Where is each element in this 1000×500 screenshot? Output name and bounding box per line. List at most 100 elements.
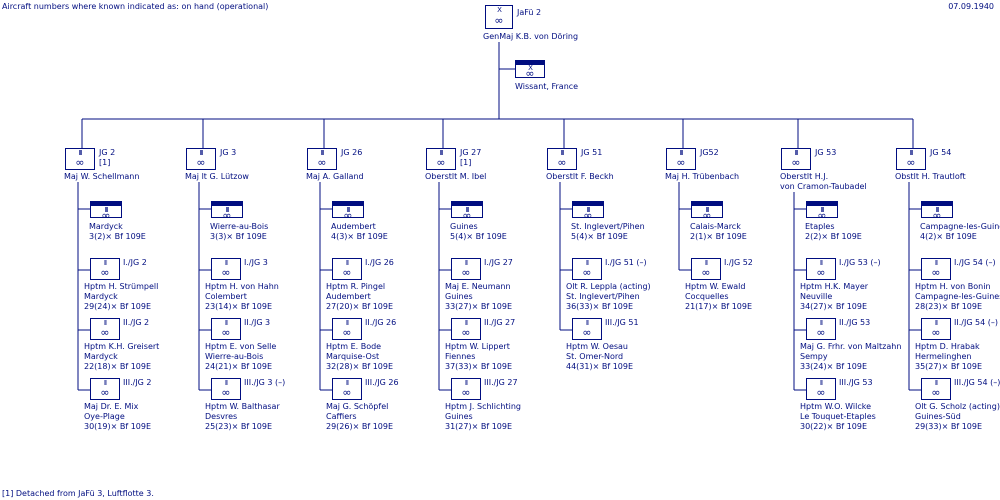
stab-hq-symbol: III∞ [211,201,243,222]
pips: II [103,379,107,387]
gruppe-commander: Hptm W. Lippert [445,342,510,351]
geschwader-name: JG 26 [341,148,363,157]
air-unit-icon: ∞ [222,209,232,222]
stab-hq-symbol: III∞ [90,201,122,222]
chart-date: 07.09.1940 [948,2,994,11]
air-unit-icon: ∞ [931,266,941,279]
pips: III [794,149,798,157]
gruppe-name: I./JG 2 [123,258,147,267]
gruppe-symbol: II∞ [806,258,836,280]
gruppe-aircraft: 24(21)× Bf 109E [205,362,273,371]
jafu-2-commander: GenMaj K.B. von Döring [483,32,579,41]
air-unit-icon: ∞ [906,156,916,169]
gruppe-commander: Maj Dr. E. Mix [84,402,139,411]
gruppe-symbol: II∞ [451,378,481,400]
command-pips: X [528,64,533,72]
gruppe-symbol: II∞ [332,318,362,340]
gruppe-symbol: II∞ [90,258,120,280]
gruppe-aircraft: 44(31)× Bf 109E [566,362,634,371]
gruppe-aircraft: 29(26)× Bf 109E [326,422,394,431]
gruppe-aircraft: 37(33)× Bf 109E [445,362,513,371]
gruppe-aircraft: 30(19)× Bf 109E [84,422,152,431]
gruppe-commander: Maj G. Schöpfel [326,402,389,411]
pips: II [345,319,349,327]
air-unit-icon: ∞ [100,386,110,399]
gruppe-location: Campagne-les-Guines [915,292,1000,301]
hq-bar [452,202,482,206]
gruppe-location: St. Inglevert/Pihen [566,292,640,301]
air-unit-icon: ∞ [101,209,111,222]
gruppe-location: St. Omer-Nord [566,352,624,361]
gruppe-commander: Hptm K.H. Greisert [84,342,160,351]
stab-hq-symbol: III∞ [806,201,838,221]
pips: II [934,319,938,327]
stab-location: Etaples [805,222,835,231]
gruppe-location: Marquise-Ost [326,352,380,361]
air-unit-icon: ∞ [461,326,471,339]
geschwader-symbol: III∞ [896,148,926,170]
pips: II [464,319,468,327]
gruppe-name: II./JG 54 (–) [954,318,999,327]
gruppe-aircraft: 29(33)× Bf 109E [915,422,983,431]
air-unit-icon: ∞ [461,386,471,399]
gruppe-name: I./JG 54 (–) [954,258,996,267]
gruppe-name: I./JG 27 [484,258,513,267]
gruppe-commander: Maj E. Neumann [445,282,511,291]
stab-hq-symbol: III∞ [691,201,723,221]
pips: III [465,206,469,214]
gruppe-symbol: II∞ [806,378,836,400]
pips: III [346,206,350,214]
hq-bar [692,202,722,206]
geschwader-footnote-ref: [1] [460,158,472,167]
gruppe-name: II./JG 3 [244,318,271,327]
gruppe-aircraft: 35(27)× Bf 109E [915,362,983,371]
pips: III [935,206,939,214]
geschwader-commander: Oberstlt M. Ibel [425,172,487,181]
aircraft-numbers-note: Aircraft numbers where known indicated a… [2,2,269,11]
gruppe-commander: Hptm W. Ewald [685,282,746,291]
gruppe-commander: Hptm H.K. Mayer [800,282,869,291]
stab-location: St. Inglevert/Pihen [571,222,645,231]
gruppe-commander: Hptm H. Strümpell [84,282,159,291]
stab-hq-symbol: III∞ [572,201,604,221]
gruppe-commander: Hptm D. Hrabak [915,342,980,351]
gruppe-commander: Hptm H. von Bonin [915,282,991,291]
geschwader-name: JG 3 [220,148,237,157]
air-unit-icon: ∞ [100,266,110,279]
gruppe-location: Mardyck [84,292,118,301]
air-unit-icon: ∞ [931,326,941,339]
pips: III [820,206,824,214]
gruppe-location: Colembert [205,292,247,301]
gruppe-symbol: II∞ [806,318,836,340]
gruppe-symbol: II∞ [451,258,481,280]
air-unit-icon: ∞ [342,386,352,399]
geschwader-symbol: III∞ [666,148,696,170]
gruppe-symbol: II∞ [451,318,481,340]
pips: II [103,319,107,327]
jafu-2-label: JaFü 2 [517,8,542,17]
pips: II [224,259,228,267]
gruppe-commander: Hptm E. Bode [326,342,382,351]
gruppe-name: III./JG 51 [605,318,639,327]
geschwader-name: JG52 [700,148,719,157]
geschwader-footnote-ref: [1] [99,158,111,167]
gruppe-symbol: II∞ [332,378,362,400]
air-unit-icon: ∞ [436,156,446,169]
geschwader-symbol: III∞ [65,148,95,170]
footnote: [1] Detached from JaFü 3, Luftflotte 3. [2,489,154,498]
gruppe-location: Le Touquet-Etaples [800,412,876,421]
gruppe-symbol: II∞ [691,258,721,280]
pips: III [225,206,229,214]
gruppe-symbol: II∞ [211,318,241,340]
gruppe-commander: Olt R. Leppla (acting) [566,282,651,291]
gruppe-symbol: II∞ [90,378,120,400]
geschwader-symbol: III∞ [781,148,811,170]
geschwader-name: JG 54 [930,148,952,157]
gruppe-symbol: II∞ [90,318,120,340]
stab-location: Calais-Marck [690,222,741,231]
pips: III [909,149,913,157]
stab-location: Guines [450,222,478,231]
gruppe-name: I./JG 53 (–) [839,258,881,267]
air-unit-icon: ∞ [791,156,801,169]
gruppe-commander: Hptm H. von Hahn [205,282,279,291]
